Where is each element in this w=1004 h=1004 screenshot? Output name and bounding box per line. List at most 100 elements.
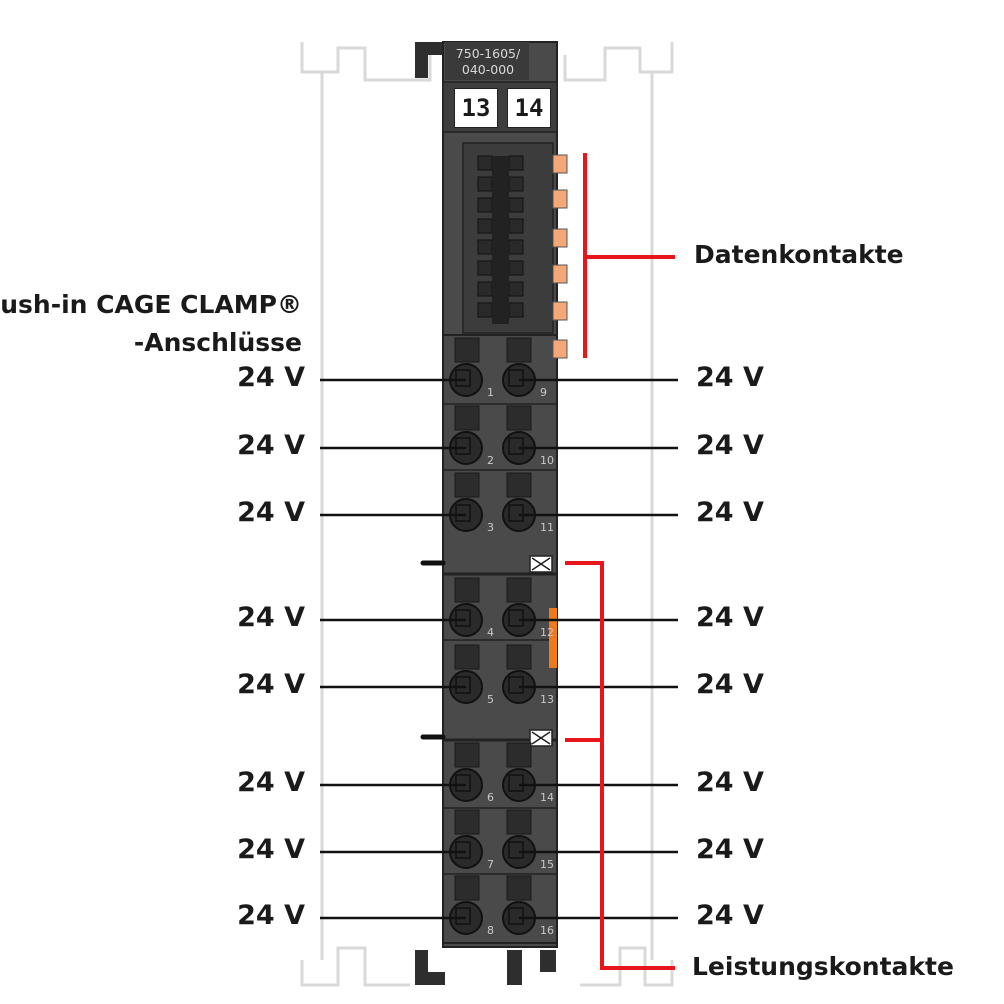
voltage-label-right: 24 V xyxy=(696,834,764,865)
data-contacts-label: Datenkontakte xyxy=(694,240,904,269)
voltage-label-right: 24 V xyxy=(696,767,764,798)
clamp-slot xyxy=(455,609,471,627)
top-latch xyxy=(415,42,445,78)
terminal-number: 11 xyxy=(540,521,554,534)
power-contacts-label: Leistungskontakte xyxy=(692,952,954,981)
data-contact xyxy=(552,339,568,359)
terminal-number: 14 xyxy=(540,791,554,804)
push-button xyxy=(454,875,480,901)
data-pin xyxy=(508,281,524,297)
terminal-number: 4 xyxy=(487,626,494,639)
connection-label-line2: -Anschlüsse xyxy=(133,328,302,357)
terminal-number: 2 xyxy=(487,454,494,467)
data-contact xyxy=(552,228,568,248)
push-button xyxy=(454,644,480,670)
clamp-slot xyxy=(508,609,524,627)
clamp-slot xyxy=(508,504,524,522)
terminal-number: 16 xyxy=(540,924,554,937)
voltage-label-left: 24 V xyxy=(237,497,305,528)
voltage-label-right: 24 V xyxy=(696,362,764,393)
voltage-label-right: 24 V xyxy=(696,669,764,700)
terminal-number: 12 xyxy=(540,626,554,639)
voltage-label-right: 24 V xyxy=(696,497,764,528)
push-button xyxy=(506,337,532,363)
voltage-label-left: 24 V xyxy=(237,430,305,461)
push-button xyxy=(506,875,532,901)
data-pin xyxy=(508,302,524,318)
push-button xyxy=(454,742,480,768)
marker-right: 14 xyxy=(507,88,551,128)
terminal-number: 13 xyxy=(540,693,554,706)
module-head xyxy=(445,42,529,80)
clamp-slot xyxy=(455,369,471,387)
push-button xyxy=(454,472,480,498)
push-button xyxy=(454,577,480,603)
terminal-number: 5 xyxy=(487,693,494,706)
voltage-label-left: 24 V xyxy=(237,362,305,393)
data-pin xyxy=(508,218,524,234)
leader-lines xyxy=(320,378,678,920)
clamp-slot xyxy=(508,841,524,859)
terminal-number: 3 xyxy=(487,521,494,534)
clamp-slot xyxy=(508,907,524,925)
neighbor-outline-left xyxy=(300,42,432,987)
data-contact xyxy=(552,189,568,209)
clamp-slot xyxy=(508,774,524,792)
clamp-slot xyxy=(508,437,524,455)
clamp-slot xyxy=(455,774,471,792)
data-pin xyxy=(477,260,493,276)
voltage-label-left: 24 V xyxy=(237,767,305,798)
clamp-slot xyxy=(455,437,471,455)
terminal-number: 15 xyxy=(540,858,554,871)
data-contact-pins xyxy=(477,155,524,324)
part-number-line1: 750-1605/ xyxy=(455,46,521,61)
clamp-slot xyxy=(455,841,471,859)
push-button xyxy=(454,405,480,431)
data-contact xyxy=(552,154,568,174)
push-button xyxy=(506,809,532,835)
data-pin xyxy=(477,155,493,171)
marker-left: 13 xyxy=(454,88,498,128)
push-button xyxy=(454,337,480,363)
terminal-number: 1 xyxy=(487,386,494,399)
data-pin xyxy=(477,281,493,297)
data-pin xyxy=(477,218,493,234)
bottom-latch-right xyxy=(540,950,556,972)
push-button xyxy=(506,577,532,603)
terminal-number: 6 xyxy=(487,791,494,804)
clamp-slot xyxy=(508,676,524,694)
voltage-label-left: 24 V xyxy=(237,602,305,633)
bottom-latch-mid xyxy=(507,950,522,985)
clamp-slot xyxy=(455,504,471,522)
push-button xyxy=(506,405,532,431)
data-pin xyxy=(508,239,524,255)
voltage-label-left: 24 V xyxy=(237,900,305,931)
push-button xyxy=(454,809,480,835)
neighbor-outline-right xyxy=(563,42,674,987)
power-jumper-cross-1 xyxy=(531,557,551,571)
data-pin xyxy=(508,155,524,171)
data-pin xyxy=(508,197,524,213)
clamp-slot xyxy=(455,676,471,694)
push-button xyxy=(506,644,532,670)
data-pin xyxy=(477,176,493,192)
power-contact-strip xyxy=(549,608,557,668)
push-button xyxy=(506,742,532,768)
voltage-label-right: 24 V xyxy=(696,602,764,633)
voltage-label-right: 24 V xyxy=(696,430,764,461)
bottom-latch-left xyxy=(415,950,445,985)
data-contacts-callout xyxy=(583,153,675,358)
clamp-slot xyxy=(455,907,471,925)
voltage-label-right: 24 V xyxy=(696,900,764,931)
power-contacts-callout xyxy=(565,561,675,970)
data-pin xyxy=(477,302,493,318)
data-contacts-group xyxy=(552,154,568,359)
part-number-line2: 040-000 xyxy=(461,62,515,77)
data-pin xyxy=(508,260,524,276)
voltage-label-left: 24 V xyxy=(237,834,305,865)
power-jumper-cross-2 xyxy=(531,731,551,745)
terminal-number: 8 xyxy=(487,924,494,937)
terminal-number: 7 xyxy=(487,858,494,871)
